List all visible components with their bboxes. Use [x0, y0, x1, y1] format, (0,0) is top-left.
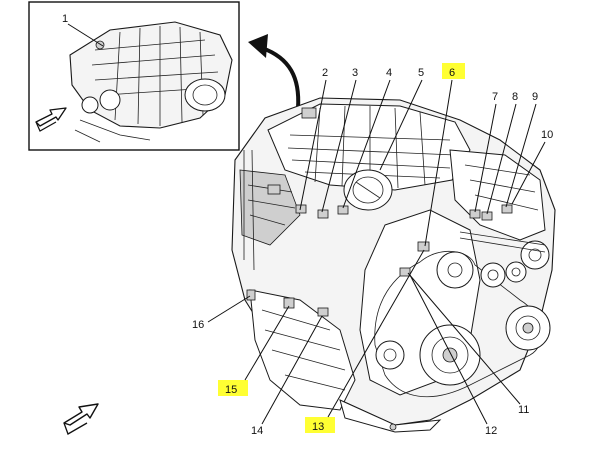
inset-callout-1: 1 [62, 13, 104, 47]
view-direction-arrow-icon [35, 107, 67, 132]
callout-9: 9 [505, 91, 538, 208]
svg-text:7: 7 [492, 91, 498, 103]
callout-10: 10 [511, 129, 553, 205]
svg-text:13: 13 [312, 421, 324, 433]
callout-15-highlight [218, 380, 248, 396]
svg-text:10: 10 [541, 129, 553, 141]
svg-text:3: 3 [352, 67, 358, 79]
throttle-body [343, 169, 393, 211]
callout-3: 3 [321, 67, 358, 213]
svg-text:5: 5 [418, 67, 424, 79]
inset-panel: 1 [28, 1, 240, 151]
svg-text:14: 14 [251, 425, 263, 437]
callout-2: 2 [299, 67, 328, 211]
svg-text:8: 8 [512, 91, 518, 103]
callout-8: 8 [486, 91, 518, 215]
callout-6: 6 [424, 63, 465, 247]
svg-text:11: 11 [518, 404, 529, 416]
inset-pointer-arrow-icon [248, 34, 301, 109]
callout-14: 14 [251, 315, 323, 437]
engine-assembly [231, 97, 556, 433]
callout-15: 15 [218, 305, 290, 396]
callout-4: 4 [342, 67, 392, 209]
svg-text:9: 9 [532, 91, 538, 103]
callout-5: 5 [379, 67, 424, 171]
callout-13-highlight [305, 417, 335, 433]
svg-text:12: 12 [485, 425, 497, 437]
callout-6-highlight [442, 63, 465, 79]
callout-13: 13 [305, 249, 425, 433]
callout-7: 7 [474, 91, 498, 213]
callout-16: 16 [192, 295, 251, 331]
svg-text:15: 15 [225, 384, 237, 396]
svg-text:1: 1 [62, 13, 68, 25]
svg-text:2: 2 [322, 67, 328, 79]
svg-text:6: 6 [449, 67, 455, 79]
callout-11: 11 [407, 272, 529, 416]
svg-text:16: 16 [192, 319, 204, 331]
view-direction-arrow-icon [63, 403, 99, 435]
sensors [246, 107, 513, 317]
callout-12: 12 [409, 274, 497, 437]
svg-text:4: 4 [386, 67, 392, 79]
